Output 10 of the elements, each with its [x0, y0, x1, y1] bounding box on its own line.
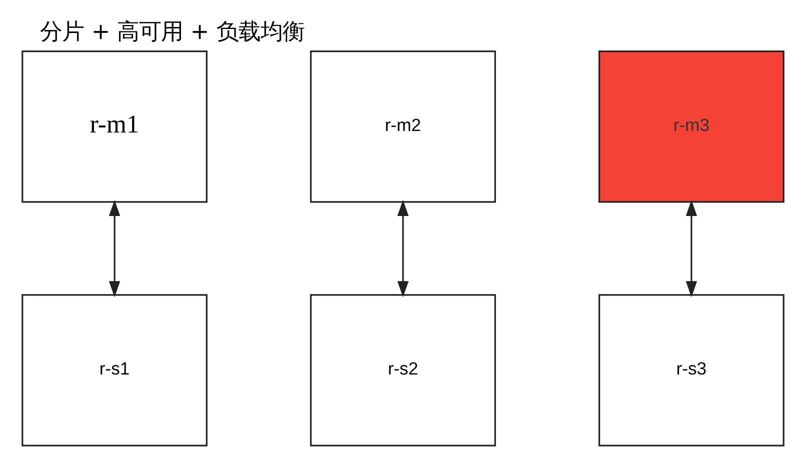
- node-box: r-m1: [21, 50, 207, 203]
- node-box: r-m2: [310, 50, 496, 203]
- diagram-title: 分片 + 高可用 + 负载均衡: [40, 18, 304, 45]
- arrow: [685, 200, 697, 298]
- node-box: r-s1: [21, 294, 207, 446]
- arrow: [396, 200, 408, 298]
- node-box: r-s3: [598, 294, 784, 446]
- node-box: r-s2: [310, 294, 496, 446]
- node-box: r-m3: [598, 50, 784, 203]
- arrow: [108, 200, 120, 298]
